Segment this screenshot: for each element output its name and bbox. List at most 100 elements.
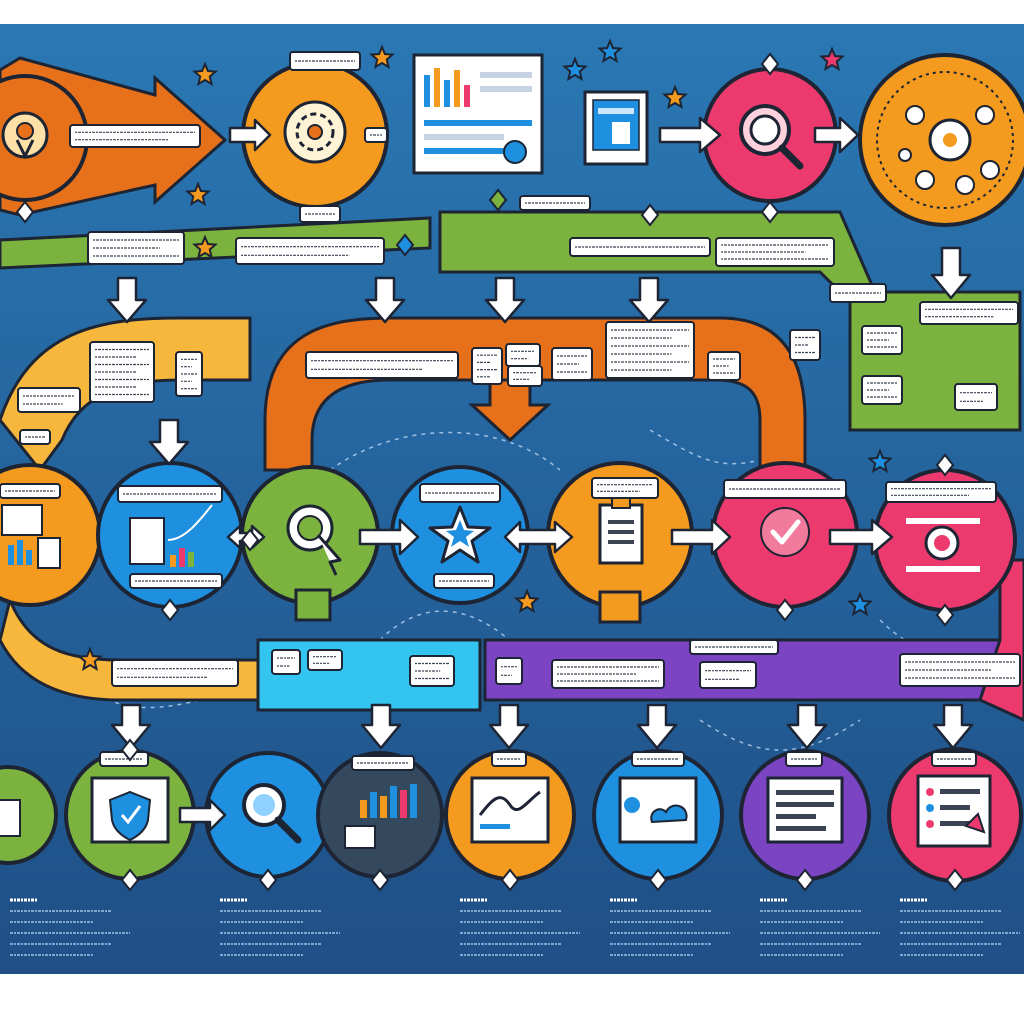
label-box (789, 329, 821, 361)
label-box (235, 237, 385, 265)
label-box-frame (495, 657, 523, 685)
label-box (0, 483, 61, 499)
star-icon (428, 505, 492, 564)
arrow-right (813, 116, 860, 154)
label-box (419, 483, 501, 503)
diamond-marker-icon (395, 233, 415, 257)
label-box-frame (235, 237, 385, 265)
monitor-icon (583, 90, 649, 166)
label-box-frame (954, 383, 998, 411)
arrow-right (358, 518, 420, 556)
label-box (299, 205, 341, 223)
label-box (69, 124, 201, 148)
label-box-frame (271, 649, 301, 675)
label-box (605, 321, 695, 379)
label-box (631, 751, 685, 767)
label-box (471, 347, 503, 385)
diamond-marker-icon (258, 868, 278, 892)
diamond-marker-icon (648, 868, 668, 892)
star-sparkle-icon (819, 46, 845, 71)
star-sparkle-icon (867, 448, 893, 473)
shield-certificate-icon (90, 776, 170, 844)
star-sparkle-icon (185, 181, 211, 206)
label-box (117, 485, 223, 503)
star-sparkle-icon (562, 56, 588, 81)
target-badge-icon (906, 518, 980, 572)
label-box (861, 325, 903, 355)
diamond-marker-icon (760, 200, 780, 224)
document-lines-icon (766, 776, 844, 844)
label-box (785, 751, 823, 767)
label-box (409, 655, 455, 687)
cloud-screen-icon (618, 776, 698, 844)
clipboard-icon (598, 497, 644, 624)
arrow-right (658, 116, 722, 154)
line-chart-icon (470, 776, 550, 844)
star-sparkle-icon (662, 84, 688, 109)
arrow-down (488, 703, 530, 750)
arrow-down (484, 276, 526, 324)
star-sparkle-icon (514, 588, 540, 613)
label-box (175, 351, 203, 397)
label-box (931, 751, 977, 767)
diamond-marker-icon (945, 868, 965, 892)
diamond-marker-icon (640, 203, 660, 227)
arrow-down (932, 703, 974, 750)
diamond-marker-icon (240, 528, 260, 552)
arrow-down (364, 276, 406, 324)
label-box (861, 375, 903, 405)
diamond-marker-icon (500, 868, 520, 892)
diamond-marker-icon (935, 453, 955, 477)
chart-document-icon (1, 504, 61, 569)
label-boxes (0, 51, 1021, 771)
label-box (129, 573, 223, 589)
arrow-right (828, 518, 894, 556)
arrow-right (670, 518, 732, 556)
arrow-down (106, 276, 148, 324)
gear-target-icon (283, 100, 347, 164)
arrow-right (228, 118, 272, 152)
arrow-right (178, 798, 227, 832)
location-pin-icon (1, 111, 49, 160)
label-box (707, 351, 741, 381)
decorative-sparkles (15, 38, 965, 892)
star-sparkle-icon (77, 646, 103, 671)
label-box-frame (605, 321, 695, 379)
label-box-frame (919, 301, 1019, 325)
label-box (829, 283, 887, 303)
label-box (519, 195, 591, 211)
label-box (495, 657, 523, 685)
magnifier-icon (739, 104, 804, 170)
arrow-down (110, 703, 152, 750)
label-box-frame (305, 351, 459, 379)
diamond-marker-icon (15, 200, 35, 224)
star-sparkle-icon (192, 61, 218, 86)
star-sparkle-icon (369, 44, 395, 69)
label-box (433, 573, 495, 589)
bottom-row (0, 747, 1023, 883)
checkmark-icon (760, 507, 810, 557)
label-box (19, 429, 51, 445)
arrow-double (503, 520, 574, 554)
diamond-marker-icon (488, 188, 508, 212)
label-box (551, 659, 665, 689)
magnifier-icon (242, 783, 302, 844)
label-box-frame (307, 649, 343, 671)
arrow-down (786, 703, 828, 750)
star-sparkle-icon (847, 591, 873, 616)
label-box (364, 127, 388, 143)
document-chart-icon (129, 504, 213, 567)
label-box (551, 347, 593, 381)
label-box (954, 383, 998, 411)
label-box (17, 387, 81, 413)
label-box (271, 649, 301, 675)
label-box (307, 649, 343, 671)
label-box (699, 661, 757, 689)
label-box-frame (507, 365, 543, 387)
diamond-marker-icon (120, 738, 140, 762)
checklist-icon (916, 774, 992, 848)
diamond-marker-icon (120, 868, 140, 892)
label-box (491, 751, 527, 767)
label-box-frame (69, 124, 201, 148)
